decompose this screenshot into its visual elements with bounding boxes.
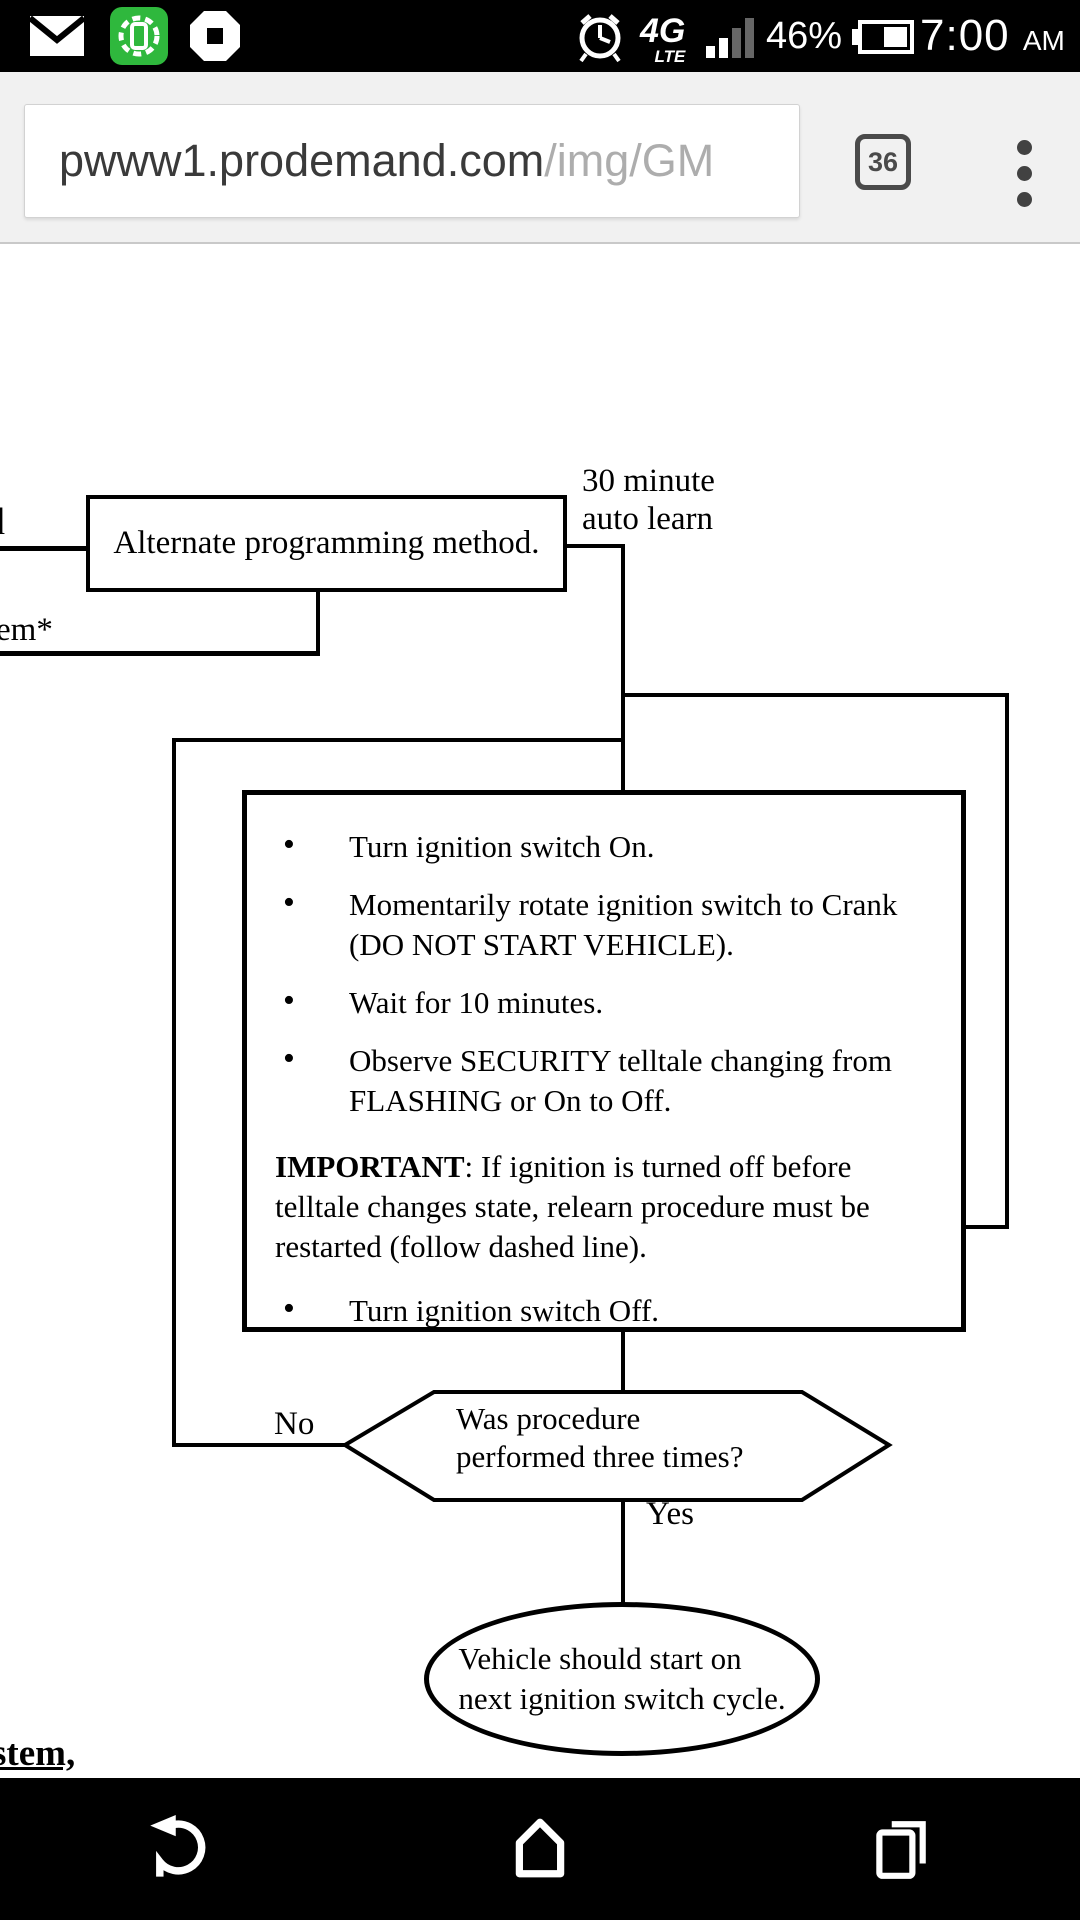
- connector-hex-ellipse-v: [621, 1498, 625, 1604]
- url-bar[interactable]: pwww1.prodemand.com/img/GM: [24, 104, 800, 218]
- connector-altbox-right-h: [567, 544, 625, 548]
- bullet-item: • Wait for 10 minutes.: [247, 982, 941, 1023]
- url-path: /img/GM: [544, 135, 715, 186]
- home-button[interactable]: [360, 1778, 720, 1920]
- loop-right-stub-h: [964, 1225, 1009, 1229]
- loop-right-top-h: [623, 693, 1009, 697]
- connector-entry-line: [0, 546, 86, 551]
- chase-app-icon: [190, 11, 240, 61]
- stub-line-h: [0, 651, 320, 656]
- clock: 7:00 AM: [920, 11, 1065, 60]
- status-bar: 4G LTE 46% 7:00 AM: [0, 0, 1080, 72]
- email-icon: [28, 15, 86, 56]
- important-line-1: : If ignition is turned off before: [464, 1149, 852, 1184]
- back-button[interactable]: [0, 1778, 360, 1920]
- terminal-text: Vehicle should start on next ignition sw…: [458, 1639, 785, 1719]
- signal-icon: [706, 14, 754, 58]
- decision-hexagon: [341, 1390, 893, 1502]
- bullet-dot: •: [283, 1290, 295, 1327]
- cropped-letter-fragment: d: [0, 500, 5, 544]
- no-label: No: [274, 1406, 315, 1442]
- bullet-dot: •: [283, 1040, 295, 1077]
- recents-icon: [876, 1821, 926, 1879]
- bullet-line: (DO NOT START VEHICLE).: [349, 927, 734, 962]
- url-host: pwww1.prodemand.com: [59, 135, 545, 186]
- back-icon: [150, 1815, 206, 1877]
- bullet-line: Turn ignition switch Off.: [349, 1293, 660, 1328]
- decision-line-1: Was procedure: [456, 1401, 641, 1436]
- stub-line-v: [316, 591, 320, 653]
- yes-label: Yes: [646, 1496, 695, 1532]
- no-line-h: [174, 1443, 345, 1447]
- bullet-line: FLASHING or On to Off.: [349, 1083, 672, 1118]
- important-line-2: telltale changes state, relearn procedur…: [275, 1189, 870, 1224]
- bullet-line: Momentarily rotate ignition switch to Cr…: [349, 887, 898, 922]
- note-line-1: 30 minute: [582, 463, 715, 499]
- decision-line-2: performed three times?: [456, 1439, 744, 1474]
- network-type: 4G LTE: [640, 12, 686, 66]
- important-line-3: restarted (follow dashed line).: [275, 1229, 647, 1264]
- cropped-em-stub-label: em*: [0, 612, 53, 648]
- loop-left-top-h: [174, 738, 623, 742]
- bullet-item: • Observe SECURITY telltale changing fro…: [247, 1040, 941, 1121]
- terminal-line-1: Vehicle should start on: [458, 1641, 742, 1676]
- terminal-ellipse: Vehicle should start on next ignition sw…: [424, 1602, 820, 1756]
- bullet-item: • Turn ignition switch Off.: [247, 1290, 941, 1331]
- instruction-box: • Turn ignition switch On. • Momentarily…: [242, 790, 966, 1332]
- decision-text: Was procedure performed three times?: [456, 1400, 743, 1476]
- bullet-dot: •: [283, 884, 295, 921]
- important-bold: IMPORTANT: [275, 1149, 465, 1184]
- loop-right-v: [1005, 693, 1009, 1229]
- note-line-2: auto learn: [582, 501, 714, 537]
- note-30-minute-auto-learn: 30 minute auto learn: [582, 462, 715, 538]
- terminal-line-2: next ignition switch cycle.: [458, 1681, 786, 1716]
- bullet-item: • Momentarily rotate ignition switch to …: [247, 884, 941, 965]
- important-note: IMPORTANT: If ignition is turned off bef…: [275, 1147, 941, 1267]
- alternate-method-box: Alternate programming method.: [86, 495, 567, 592]
- bullet-dot: •: [283, 826, 295, 863]
- cropped-text-fragment: stem,: [0, 1733, 76, 1774]
- bullet-item: • Turn ignition switch On.: [247, 826, 941, 867]
- alternate-method-label: Alternate programming method.: [113, 525, 540, 561]
- bullet-line: Observe SECURITY telltale changing from: [349, 1043, 892, 1078]
- overflow-menu-icon[interactable]: [1004, 128, 1044, 218]
- bullet-line: Wait for 10 minutes.: [349, 985, 604, 1020]
- battery-icon: [852, 20, 914, 54]
- phone-app-icon: [110, 7, 168, 65]
- home-icon: [515, 1818, 565, 1878]
- connector-altbox-down-v: [621, 544, 625, 792]
- alarm-icon: [579, 14, 621, 63]
- tab-counter-button[interactable]: 36: [855, 134, 911, 190]
- navigation-bar: [0, 1778, 1080, 1920]
- bullet-line: Turn ignition switch On.: [349, 829, 655, 864]
- battery-percent: 46%: [766, 15, 843, 57]
- recents-button[interactable]: [720, 1778, 1080, 1920]
- loop-left-v: [172, 738, 176, 1447]
- bullet-dot: •: [283, 982, 295, 1019]
- connector-box-hex-v: [621, 1332, 625, 1394]
- browser-toolbar: pwww1.prodemand.com/img/GM 36: [0, 72, 1080, 244]
